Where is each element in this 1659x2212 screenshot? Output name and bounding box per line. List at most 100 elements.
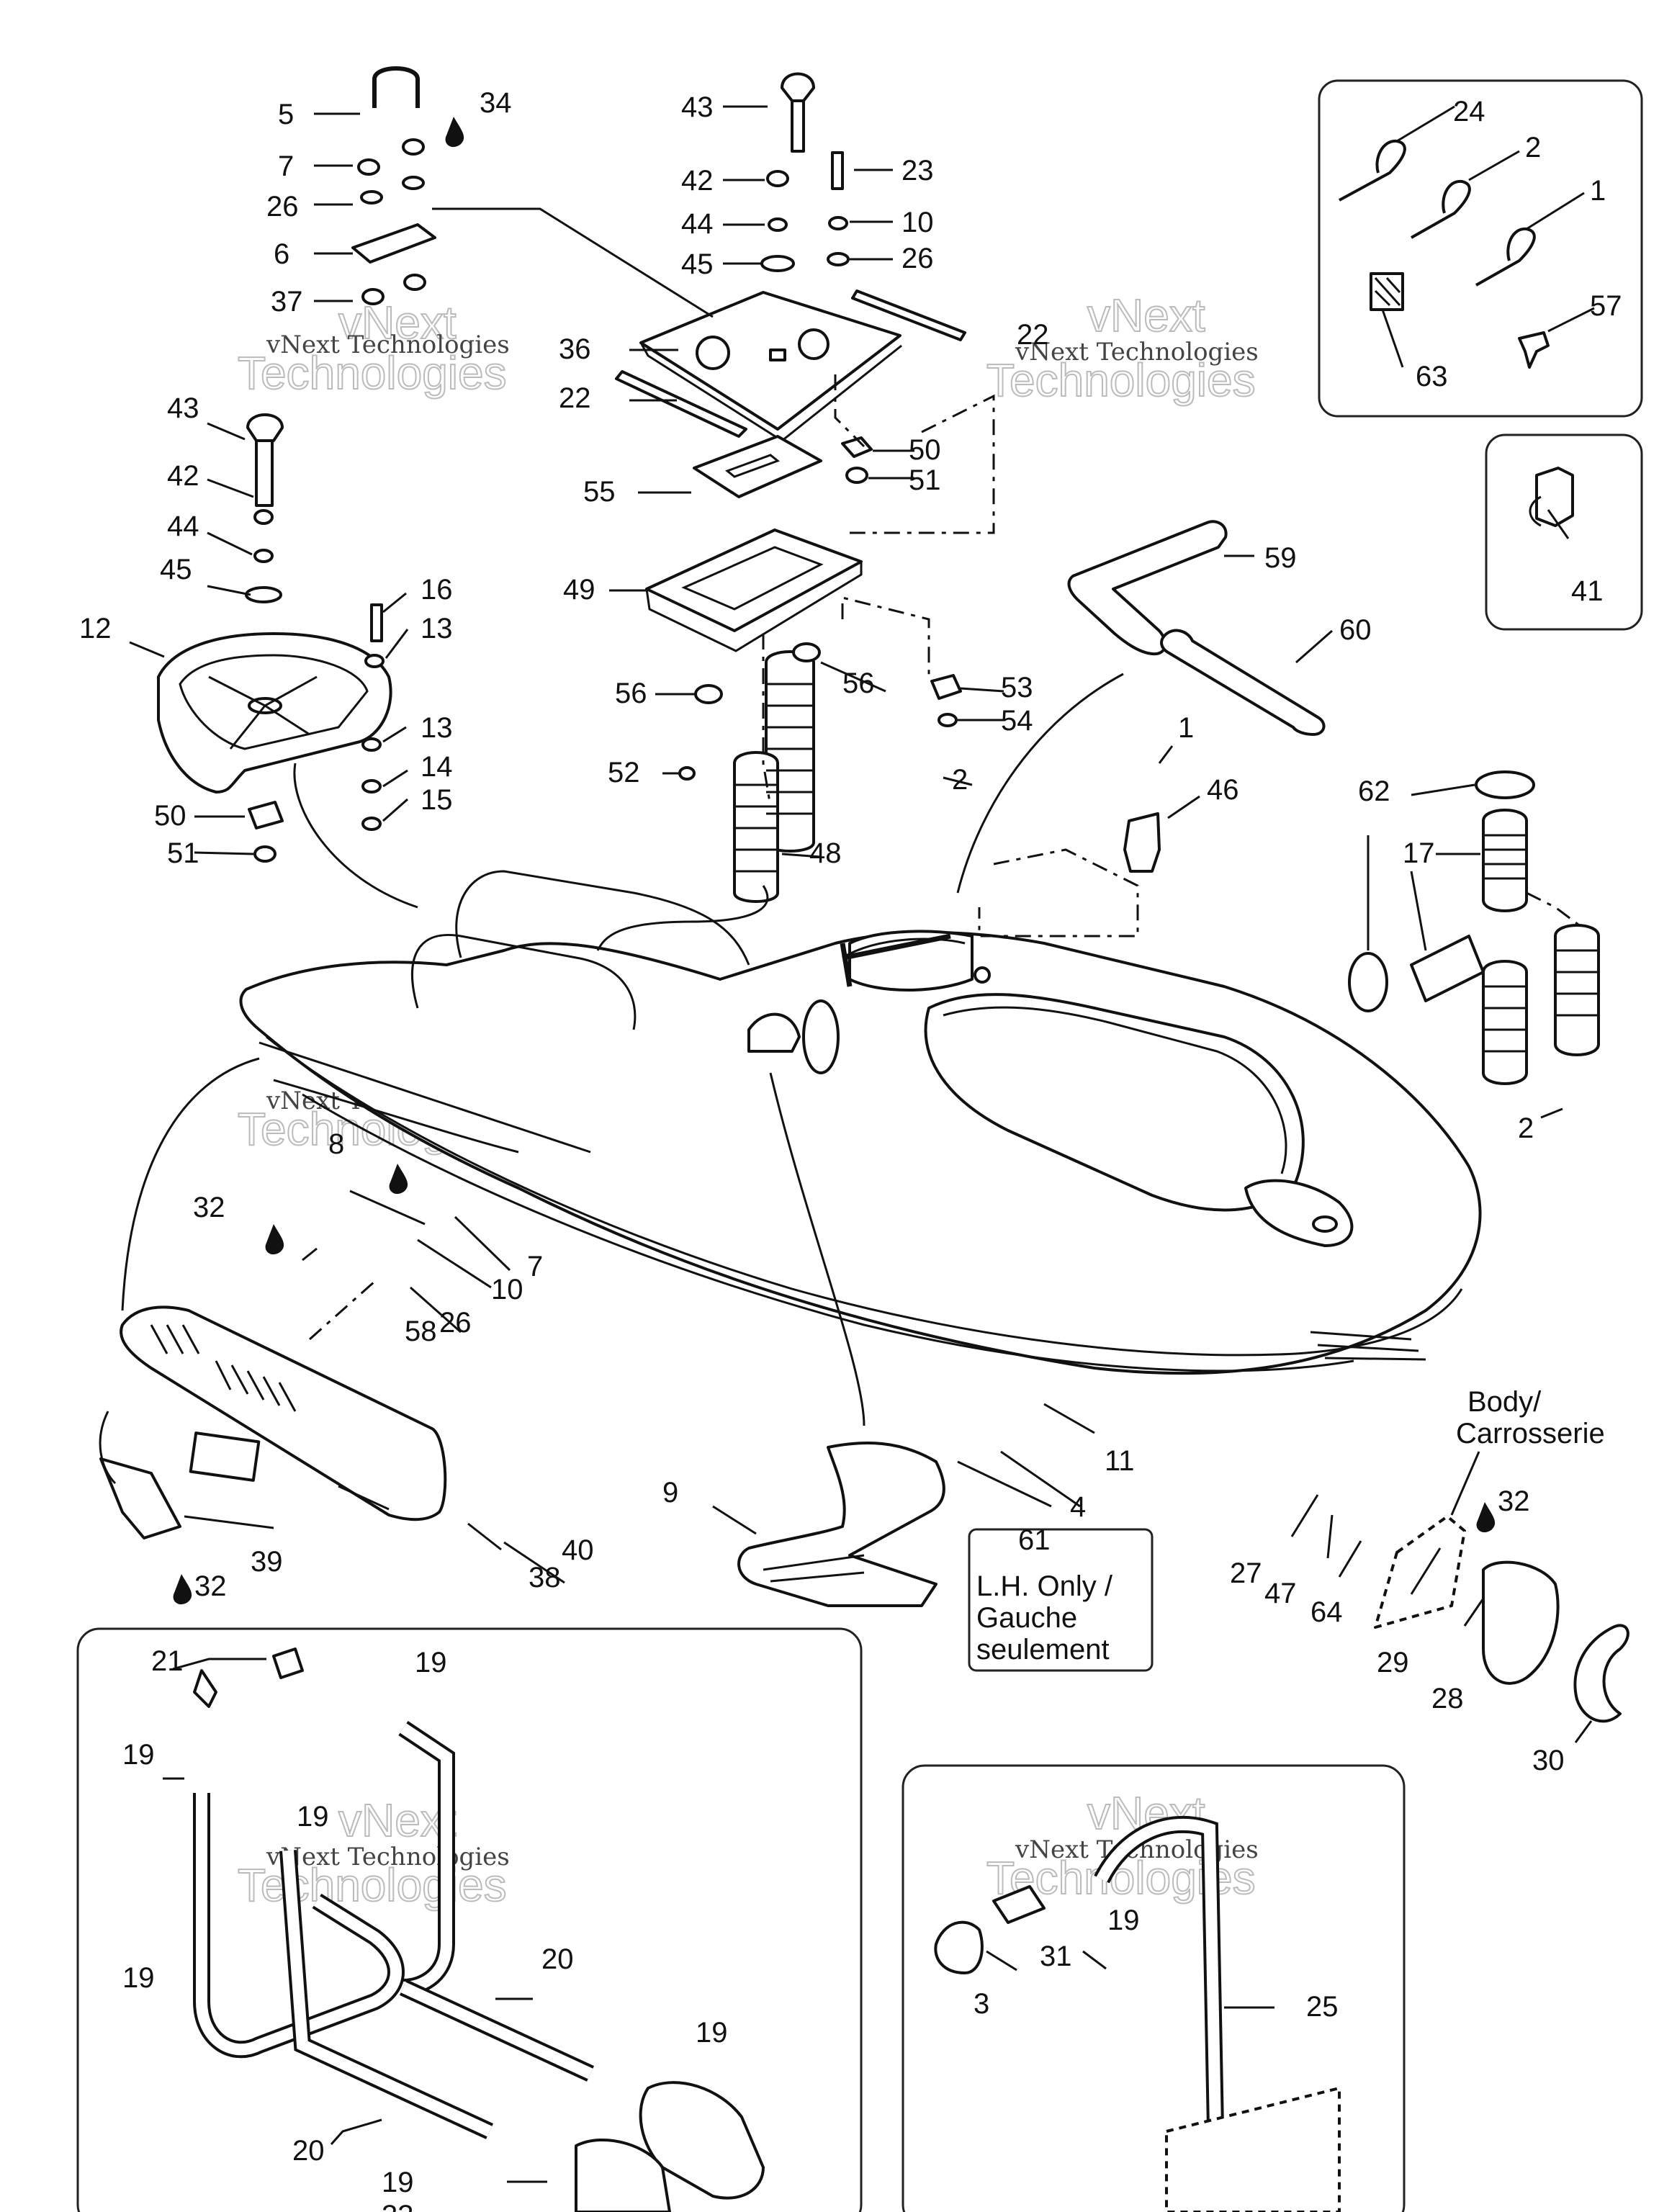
callout-7: 7 (527, 1251, 543, 1282)
lh-only-note-box (968, 1528, 1154, 1672)
callout-12: 12 (79, 613, 112, 644)
callout-63: 63 (1416, 361, 1448, 392)
watermark-text: vNext Technologies (266, 331, 510, 359)
watermark-text: vNext Technologies (266, 1843, 510, 1871)
callout-56: 56 (842, 667, 875, 699)
callout-44: 44 (681, 208, 714, 240)
callout-49: 49 (563, 574, 595, 606)
callout-52: 52 (608, 757, 640, 788)
callout-54: 54 (1001, 705, 1033, 737)
callout-19: 19 (382, 2167, 414, 2198)
callout-4: 4 (1070, 1491, 1086, 1523)
oil-drop-icon (173, 1574, 192, 1605)
callout-25: 25 (1306, 1991, 1339, 2023)
callout-36: 36 (559, 333, 591, 365)
callout-3: 3 (974, 1988, 989, 2020)
callout-20: 20 (292, 2135, 325, 2167)
hose-assembly-20 (193, 1647, 765, 2212)
tube-60 (1160, 629, 1326, 736)
callout-14: 14 (421, 751, 453, 783)
seat-plate (639, 291, 902, 442)
callout-41: 41 (1571, 575, 1604, 607)
hardware-parts (245, 66, 962, 863)
callout-51: 51 (909, 464, 941, 496)
drain-assembly (934, 1815, 1341, 2212)
callout-19: 19 (122, 1962, 155, 1994)
callout-33: 33 (382, 2200, 414, 2212)
callout-26: 26 (439, 1307, 472, 1339)
callout-32: 32 (193, 1192, 225, 1223)
callout-10: 10 (902, 207, 934, 238)
callout-43: 43 (167, 392, 199, 424)
cover-28 (1482, 1560, 1560, 1685)
watermark-vnext: vNext (338, 1794, 457, 1846)
oil-drop-icons (173, 117, 1496, 1605)
oil-drop-icon (265, 1224, 284, 1255)
piece-9 (737, 1442, 945, 1607)
callout-47: 47 (1264, 1578, 1297, 1609)
callout-5: 5 (278, 99, 294, 130)
lh-only-note-line1: L.H. Only / (976, 1570, 1113, 1602)
callout-19: 19 (696, 2017, 728, 2049)
callout-1: 1 (1590, 175, 1606, 207)
callout-2: 2 (1518, 1112, 1534, 1144)
callout-42: 42 (167, 460, 199, 492)
callout-44: 44 (167, 511, 199, 542)
callout-58: 58 (405, 1316, 437, 1347)
callout-53: 53 (1001, 672, 1033, 703)
rear-grab-handle (157, 632, 392, 793)
callout-34: 34 (480, 87, 512, 119)
callout-32: 32 (1498, 1485, 1530, 1517)
callout-48: 48 (809, 837, 842, 869)
callout-50: 50 (154, 800, 186, 832)
callout-24: 24 (1453, 96, 1485, 127)
body-note-line2: Carrosserie (1456, 1418, 1605, 1449)
callout-15: 15 (421, 784, 453, 816)
callout-2: 2 (952, 764, 968, 796)
watermark-technologies: Technologies (238, 347, 507, 399)
callout-17: 17 (1403, 837, 1435, 869)
callout-27: 27 (1230, 1557, 1262, 1589)
strip-22-right (851, 289, 966, 341)
callout-labels: 5 34 7 26 6 37 43 42 44 45 36 22 22 23 1… (79, 87, 1622, 2212)
callout-64: 64 (1310, 1596, 1343, 1628)
notes: L.H. Only / Gauche seulement Body/ Carro… (976, 1386, 1605, 1665)
watermark-technologies: Technologies (986, 354, 1256, 406)
callout-62: 62 (1358, 775, 1390, 807)
vent-38 (99, 1305, 447, 1539)
clip-box (1485, 433, 1643, 631)
callout-40: 40 (562, 1534, 594, 1566)
callout-2: 2 (1525, 132, 1541, 163)
assembly-lines (99, 374, 1585, 1485)
callout-28: 28 (1431, 1683, 1464, 1714)
callout-26: 26 (266, 191, 299, 222)
callout-19: 19 (122, 1739, 155, 1771)
callout-11: 11 (1105, 1445, 1135, 1477)
callout-59: 59 (1264, 542, 1297, 574)
callout-46: 46 (1207, 774, 1239, 806)
callout-39: 39 (251, 1546, 283, 1578)
fitting-46 (1123, 812, 1161, 873)
callout-22: 22 (1017, 319, 1049, 351)
callout-23: 23 (902, 155, 934, 186)
tie-wraps (1339, 139, 1574, 527)
callout-26: 26 (902, 243, 934, 274)
callout-37: 37 (271, 286, 303, 318)
callout-8: 8 (328, 1128, 344, 1160)
callout-45: 45 (160, 554, 192, 585)
strip-22-left (615, 370, 747, 438)
callout-45: 45 (681, 248, 714, 280)
callout-6: 6 (274, 238, 289, 270)
callout-31: 31 (1040, 1941, 1072, 1972)
leader-lines (129, 105, 1595, 2183)
callout-19: 19 (415, 1647, 447, 1678)
oil-drop-icon (1476, 1502, 1496, 1533)
bellows-ribs (734, 683, 814, 873)
callout-60: 60 (1339, 614, 1372, 646)
watermark-vnext: vNext (1087, 289, 1205, 341)
callout-10: 10 (491, 1274, 523, 1305)
callout-19: 19 (297, 1801, 329, 1833)
callout-21: 21 (151, 1645, 184, 1677)
callout-7: 7 (278, 150, 294, 182)
callout-32: 32 (194, 1570, 227, 1602)
